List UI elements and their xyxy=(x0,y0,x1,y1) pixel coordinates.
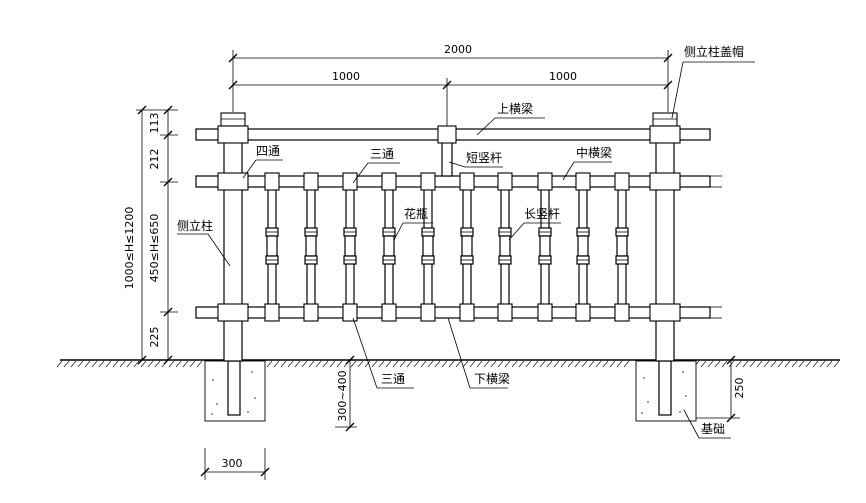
baluster xyxy=(381,172,397,322)
baluster xyxy=(459,172,475,322)
three-way-fitting-top xyxy=(342,172,358,191)
three-way-fitting-bottom xyxy=(303,303,319,322)
side-post-left xyxy=(220,112,246,362)
three-way-fitting-top xyxy=(497,172,513,191)
baluster xyxy=(497,172,513,322)
three-way-fitting-top xyxy=(537,172,553,191)
three-way-fitting-top xyxy=(264,172,280,191)
baluster xyxy=(537,172,553,322)
label-three-way-bottom: 三通 xyxy=(381,372,405,386)
baluster xyxy=(264,172,280,322)
dim-rail-gap: 212 xyxy=(148,149,161,170)
dim-footing-depth: 250 xyxy=(733,378,746,399)
three-way-fitting-top xyxy=(614,172,630,191)
label-side-post: 侧立柱 xyxy=(177,218,213,233)
dim-half-right: 1000 xyxy=(549,70,577,83)
bottom-rail xyxy=(195,306,711,319)
three-way-fitting-top xyxy=(575,172,591,191)
three-way-fitting-bottom xyxy=(575,303,591,322)
middle-rail xyxy=(195,175,711,188)
ground xyxy=(56,359,840,368)
dim-half-left: 1000 xyxy=(332,70,360,83)
foundation-left xyxy=(204,360,266,422)
three-way-fitting-bottom xyxy=(342,303,358,322)
baluster xyxy=(303,172,319,322)
leaders xyxy=(177,61,755,439)
dim-footing-width: 300 xyxy=(222,457,243,470)
label-top-rail: 上横梁 xyxy=(497,101,533,116)
label-long-post: 长竖杆 xyxy=(524,207,560,221)
dim-bottom-offset: 225 xyxy=(148,327,161,348)
foundation-right xyxy=(635,360,697,422)
three-way-fitting-bottom xyxy=(264,303,280,322)
label-foundation: 基础 xyxy=(701,422,725,436)
three-way-fitting-bottom xyxy=(420,303,436,322)
three-way-fitting-bottom xyxy=(381,303,397,322)
dim-height-range: 1000≤H≤1200 xyxy=(123,207,136,290)
three-way-fitting-top xyxy=(420,172,436,191)
three-way-fitting-bottom xyxy=(459,303,475,322)
three-way-fitting-top xyxy=(303,172,319,191)
label-four-way: 四通 xyxy=(256,144,280,158)
side-post-right xyxy=(652,112,678,362)
dim-total-width: 2000 xyxy=(444,43,472,56)
label-middle-rail: 中横梁 xyxy=(576,145,612,160)
top-dimensions: 2000 1000 1000 xyxy=(228,43,673,128)
baluster xyxy=(420,172,436,322)
three-way-fitting-top xyxy=(381,172,397,191)
baluster xyxy=(614,172,630,322)
dim-span-range: 450≤H≤650 xyxy=(148,214,161,283)
short-post xyxy=(437,125,457,177)
three-way-fitting-bottom xyxy=(614,303,630,322)
part-labels: 侧立柱盖帽 上横梁 四通 三通 短竖杆 中横梁 侧立柱 花瓶 长竖杆 三通 下横… xyxy=(177,44,744,436)
baluster xyxy=(342,172,358,322)
label-post-cap: 侧立柱盖帽 xyxy=(684,44,744,59)
label-three-way-top: 三通 xyxy=(370,147,394,161)
three-way-fitting-top xyxy=(459,172,475,191)
dim-embed-depth: 300~400 xyxy=(336,370,349,421)
post-junctions xyxy=(217,125,681,322)
label-vase: 花瓶 xyxy=(404,206,428,221)
baluster xyxy=(575,172,591,322)
label-bottom-rail: 下横梁 xyxy=(474,371,510,386)
below-ground-dimensions: 300~400 250 300 xyxy=(200,355,746,480)
dim-top-offset: 113 xyxy=(148,113,161,134)
label-short-post: 短竖杆 xyxy=(466,151,502,165)
left-dimensions: 113 212 450≤H≤650 225 1000≤H≤1200 xyxy=(123,105,178,365)
baluster-group xyxy=(264,172,630,322)
three-way-fitting-bottom xyxy=(497,303,513,322)
three-way-fitting-bottom xyxy=(537,303,553,322)
